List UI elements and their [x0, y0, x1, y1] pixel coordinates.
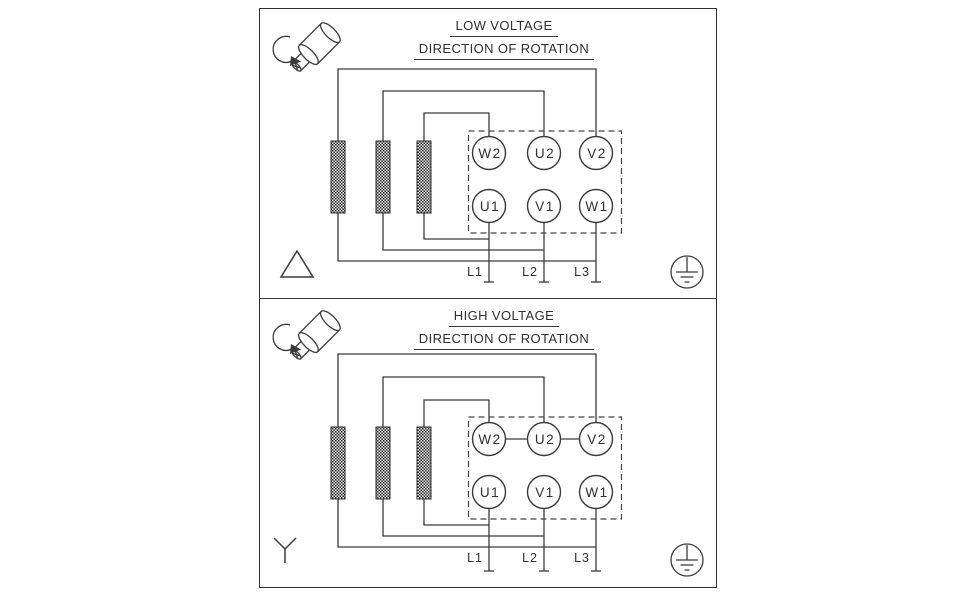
terminal-v1 — [526, 188, 562, 224]
terminal-u1 — [471, 188, 507, 224]
terminal-w1 — [578, 474, 614, 510]
supply-line-l1-label: L1 — [467, 265, 483, 279]
terminal-u1 — [471, 474, 507, 510]
terminal-u1-label: U1 — [480, 485, 500, 500]
motor-shaft-line — [300, 349, 311, 360]
panel-low-voltage: LOW VOLTAGE DIRECTION OF ROTATION — [259, 8, 717, 299]
terminal-u2-label: U2 — [535, 432, 555, 447]
rotation-arrow-icon — [272, 35, 293, 64]
terminal-box-outline — [467, 130, 623, 234]
terminal-w2-label: W2 — [478, 432, 501, 447]
wire-bottom-outer — [337, 499, 596, 548]
terminal-w2 — [471, 135, 507, 171]
supply-line-l3-label: L3 — [574, 265, 590, 279]
wire-bottom-inner — [423, 213, 489, 240]
terminal-w1-label: W1 — [585, 199, 608, 214]
terminal-v1-label: V1 — [535, 199, 555, 214]
terminal-block-1 — [330, 140, 346, 214]
wire-top-middle — [382, 376, 545, 427]
motor-shaft-icon — [272, 310, 341, 360]
wire-top-middle — [382, 90, 545, 141]
motor-shaft-icon — [272, 22, 341, 72]
terminal-u1-label: U1 — [480, 199, 500, 214]
terminal-box-outline — [467, 416, 623, 520]
terminal-v2 — [578, 135, 614, 171]
wire-bottom-middle — [382, 499, 544, 537]
wire-top-outer — [337, 353, 597, 427]
rotation-arrowhead-icon — [290, 344, 301, 354]
motor-shaft-line — [300, 61, 311, 72]
wire-top-inner — [423, 112, 490, 141]
terminal-block-3 — [416, 140, 432, 214]
terminal-v2 — [578, 421, 614, 457]
motor-body-line — [317, 41, 341, 65]
terminal-w1-label: W1 — [585, 485, 608, 500]
motor-body-face — [297, 44, 319, 66]
wiring-lines — [337, 68, 601, 283]
earth-ground-icon — [670, 255, 704, 289]
ground-circle — [670, 543, 704, 577]
wire-bottom-middle — [382, 213, 544, 251]
star-symbol — [273, 537, 297, 563]
high-voltage-diagram: W2 U2 V2 U1 V1 W1 L1 L2 L3 — [272, 310, 704, 577]
page-title: HIGH VOLTAGE — [448, 308, 560, 327]
low-voltage-diagram: W2 U2 V2 U1 V1 W1 L1 L2 L3 — [272, 22, 704, 289]
terminal-v1 — [526, 474, 562, 510]
supply-line-l1-label: L1 — [467, 551, 483, 565]
motor-body-end — [319, 22, 341, 44]
supply-line-l3-label: L3 — [574, 551, 590, 565]
wire-bottom-outer — [337, 213, 596, 262]
terminal-v1-label: V1 — [535, 485, 555, 500]
motor-body-line — [317, 329, 341, 353]
terminal-u2 — [526, 421, 562, 457]
motor-body-face — [297, 332, 319, 354]
terminal-w2-label: W2 — [478, 146, 501, 161]
terminal-v2-label: V2 — [587, 432, 607, 447]
page-subtitle: DIRECTION OF ROTATION — [413, 41, 595, 60]
terminal-u2-label: U2 — [535, 146, 555, 161]
panel-high-voltage: HIGH VOLTAGE DIRECTION OF ROTATION — [259, 298, 717, 588]
page-title: LOW VOLTAGE — [450, 18, 558, 37]
terminal-w2 — [471, 421, 507, 457]
wiring-lines — [337, 353, 601, 572]
terminal-block-1 — [330, 426, 346, 500]
wire-top-inner — [423, 399, 490, 427]
terminal-w1 — [578, 188, 614, 224]
terminal-block-2 — [375, 426, 391, 500]
earth-ground-icon — [670, 543, 704, 577]
star-arm-right — [284, 537, 297, 550]
ground-circle — [670, 255, 704, 289]
delta-symbol — [279, 249, 315, 278]
terminal-block-2 — [375, 140, 391, 214]
terminal-block-3 — [416, 426, 432, 500]
terminal-u2 — [526, 135, 562, 171]
rotation-arrowhead-icon — [290, 56, 301, 66]
panel-low-title-block: LOW VOLTAGE DIRECTION OF ROTATION — [292, 18, 716, 64]
panel-high-title-block: HIGH VOLTAGE DIRECTION OF ROTATION — [292, 308, 716, 354]
terminal-v2-label: V2 — [587, 146, 607, 161]
page-subtitle: DIRECTION OF ROTATION — [413, 331, 595, 350]
rotation-arrow-icon — [272, 323, 293, 352]
supply-line-l2-label: L2 — [522, 265, 538, 279]
supply-line-l2-label: L2 — [522, 551, 538, 565]
motor-body-line — [298, 22, 322, 46]
wire-top-outer — [337, 68, 597, 141]
wire-bottom-inner — [423, 499, 489, 526]
motor-body-line — [298, 310, 322, 334]
star-arm-left — [273, 537, 286, 550]
